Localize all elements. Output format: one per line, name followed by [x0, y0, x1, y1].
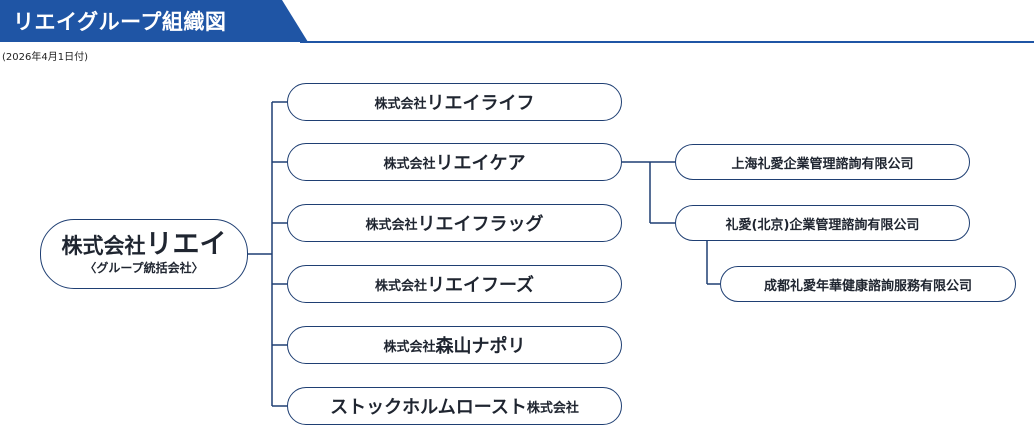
subsidiary-suffix: 株式会社	[526, 400, 579, 416]
subsidiary-box-6: ストックホルムロースト株式会社	[287, 387, 622, 425]
subsidiary-prefix: 株式会社	[383, 339, 436, 355]
subsidiary-name: リエイケア	[435, 153, 526, 174]
china-company-box-beijing: 礼愛(北京)企業管理諮詢有限公司	[675, 205, 970, 241]
subsidiary-name: リエイフラッグ	[417, 214, 544, 235]
subsidiary-prefix: 株式会社	[374, 278, 427, 294]
subsidiary-prefix: 株式会社	[383, 156, 436, 172]
subsidiary-box-5: 株式会社森山ナポリ	[287, 326, 622, 364]
effective-date: (2026年4月1日付)	[2, 52, 88, 63]
root-company-box: 株式会社リエイ 〈グループ統括会社〉	[40, 219, 248, 289]
subsidiary-box-3: 株式会社リエイフラッグ	[287, 204, 622, 242]
page-title: リエイグループ組織図	[13, 10, 227, 34]
subsidiary-name: リエイフーズ	[426, 275, 535, 296]
header-rule	[300, 41, 1034, 43]
subsidiary-name: 森山ナポリ	[435, 336, 526, 357]
subsidiary-box-2: 株式会社リエイケア	[287, 143, 622, 181]
root-company-name: 株式会社リエイ	[61, 228, 227, 260]
china-company-box-chengdu: 成都礼愛年華健康諮詢服務有限公司	[720, 266, 1016, 302]
title-banner: リエイグループ組織図	[0, 0, 308, 42]
china-company-name: 上海礼愛企業管理諮詢有限公司	[731, 156, 914, 172]
root-company-prefix: 株式会社	[61, 233, 146, 258]
china-company-box-shanghai: 上海礼愛企業管理諮詢有限公司	[675, 144, 970, 180]
subsidiary-name: ストックホルムロースト	[330, 397, 527, 418]
root-company-main: リエイ	[145, 228, 227, 260]
subsidiary-box-1: 株式会社リエイライフ	[287, 83, 622, 121]
root-company-role: 〈グループ統括会社〉	[84, 260, 204, 275]
china-company-name: 礼愛(北京)企業管理諮詢有限公司	[725, 217, 920, 233]
subsidiary-prefix: 株式会社	[374, 96, 427, 112]
subsidiary-name: リエイライフ	[426, 93, 535, 114]
subsidiary-box-4: 株式会社リエイフーズ	[287, 265, 622, 303]
page-header: リエイグループ組織図	[0, 0, 1034, 44]
subsidiary-prefix: 株式会社	[365, 217, 418, 233]
china-company-name: 成都礼愛年華健康諮詢服務有限公司	[763, 278, 972, 294]
